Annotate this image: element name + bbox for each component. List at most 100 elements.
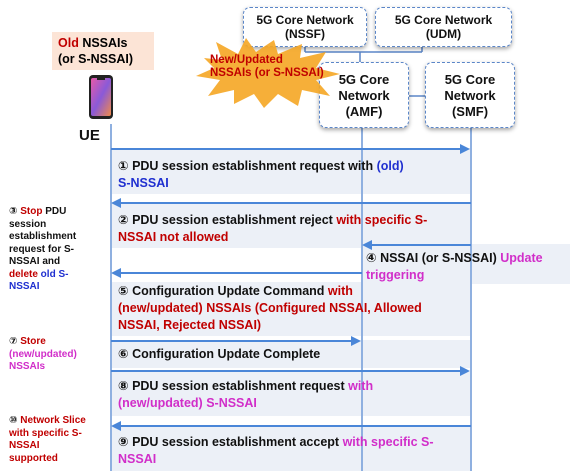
arrow-m8 bbox=[111, 370, 461, 372]
m8-mag2: (new/updated) S-NSSAI bbox=[118, 396, 257, 410]
m5-red1: with bbox=[327, 284, 353, 298]
band-m1 bbox=[112, 148, 472, 194]
n10-red1: Network Slice bbox=[17, 415, 86, 426]
ue-nssai-rest: NSSAIs bbox=[78, 36, 128, 50]
n7-num: ⑦ bbox=[9, 336, 18, 347]
starburst-icon bbox=[196, 38, 340, 108]
smf-box: 5G Core Network (SMF) bbox=[425, 62, 515, 128]
ue-lifeline bbox=[110, 124, 112, 471]
arrow-m6 bbox=[111, 340, 352, 342]
m9-mag2: NSSAI bbox=[118, 452, 157, 466]
n7-mag2: NSSAIs bbox=[9, 361, 46, 372]
burst-line2: NSSAIs (or S-NSSAI) bbox=[210, 67, 324, 79]
burst-line1: New/Updated bbox=[210, 54, 283, 66]
m4-num: ④ bbox=[366, 251, 377, 265]
phone-icon bbox=[89, 75, 113, 119]
message-1: ① PDU session establishment request with… bbox=[118, 158, 404, 192]
m1-text: PDU session establishment request with bbox=[128, 159, 377, 173]
n10-red4: supported bbox=[9, 452, 58, 464]
smf-lifeline bbox=[470, 128, 472, 471]
message-4: ④ NSSAI (or S-NSSAI) Update triggering bbox=[366, 250, 543, 284]
m5-text: Configuration Update Command bbox=[128, 284, 328, 298]
n3-text1: PDU bbox=[42, 206, 67, 217]
arrow-m6-head bbox=[351, 336, 361, 346]
n7-mag1: (new/updated) bbox=[9, 348, 77, 360]
m2-red1: with specific S- bbox=[336, 213, 428, 227]
m8-mag1: with bbox=[348, 379, 374, 393]
arrow-m1 bbox=[111, 148, 461, 150]
arrow-m5-head bbox=[111, 268, 121, 278]
ue-nssai-box: Old NSSAIs (or S-NSSAI) bbox=[52, 32, 154, 70]
smf-line1: 5G Core bbox=[444, 72, 496, 87]
arrow-m5 bbox=[121, 272, 362, 274]
n3-num: ③ bbox=[9, 206, 18, 217]
m1-old: (old) bbox=[376, 159, 404, 173]
m1-num: ① bbox=[118, 159, 129, 173]
message-2: ② PDU session establishment reject with … bbox=[118, 212, 427, 246]
amf-line3: (AMF) bbox=[345, 104, 383, 119]
band-m4 bbox=[362, 244, 570, 284]
n3-text3: establishment bbox=[9, 231, 77, 242]
n3-red1: Stop bbox=[17, 206, 43, 217]
m6-num: ⑥ bbox=[118, 347, 129, 361]
message-9: ⑨ PDU session establishment accept with … bbox=[118, 434, 434, 468]
amf-lifeline bbox=[361, 128, 363, 471]
m5-num: ⑤ bbox=[118, 284, 129, 298]
arrow-m2 bbox=[121, 202, 471, 204]
m4-mag2: triggering bbox=[366, 268, 425, 282]
n7-red1: Store bbox=[17, 336, 46, 347]
arrow-m9-head bbox=[111, 421, 121, 431]
m2-red2: NSSAI not allowed bbox=[118, 230, 229, 244]
m4-mag1: Update bbox=[500, 251, 543, 265]
arrow-m1-head bbox=[460, 144, 470, 154]
m9-mag1: with specific S- bbox=[342, 435, 434, 449]
ue-label: UE bbox=[79, 127, 100, 144]
n3-blue2: NSSAI bbox=[9, 281, 40, 292]
side-note-10: ⑩ Network Slice with specific S- NSSAI s… bbox=[9, 415, 86, 465]
band-m8 bbox=[112, 372, 472, 416]
m2-text: PDU session establishment reject bbox=[128, 213, 337, 227]
n10-num: ⑩ bbox=[9, 415, 18, 426]
side-note-3: ③ Stop PDU session establishment request… bbox=[9, 206, 76, 294]
udm-line1: 5G Core Network bbox=[394, 13, 493, 27]
m4-text: NSSAI (or S-NSSAI) bbox=[376, 251, 501, 265]
message-5: ⑤ Configuration Update Command with (new… bbox=[118, 283, 422, 334]
m2-num: ② bbox=[118, 213, 129, 227]
m5-red3: NSSAI, Rejected NSSAI) bbox=[118, 318, 262, 332]
m8-num: ⑧ bbox=[118, 379, 129, 393]
band-m2 bbox=[112, 202, 472, 248]
arrow-m9 bbox=[121, 425, 471, 427]
message-8: ⑧ PDU session establishment request with… bbox=[118, 378, 373, 412]
m5-red2: (new/updated) NSSAIs (Configured NSSAI, … bbox=[118, 301, 422, 315]
side-note-7: ⑦ Store (new/updated) NSSAIs bbox=[9, 336, 77, 374]
m1-line2: S-NSSAI bbox=[118, 176, 169, 190]
n3-text4: request for S- bbox=[9, 243, 75, 255]
m9-text: PDU session establishment accept bbox=[128, 435, 343, 449]
m8-text: PDU session establishment request bbox=[128, 379, 349, 393]
udm-line2: (UDM) bbox=[425, 27, 462, 41]
n3-text2: session bbox=[9, 218, 47, 230]
arrow-m2-head bbox=[111, 198, 121, 208]
nssf-line2: (NSSF) bbox=[285, 27, 325, 41]
udm-box: 5G Core Network (UDM) bbox=[375, 7, 512, 47]
n10-red3: NSSAI bbox=[9, 440, 40, 451]
band-m5 bbox=[112, 282, 472, 336]
m6-text: Configuration Update Complete bbox=[128, 347, 321, 361]
amf-line2: Network bbox=[338, 88, 390, 103]
m9-num: ⑨ bbox=[118, 435, 129, 449]
arrow-m4 bbox=[372, 244, 471, 246]
ue-nssai-old: Old bbox=[58, 36, 79, 50]
n10-red2: with specific S- bbox=[9, 427, 82, 439]
n3-red2: delete bbox=[9, 268, 38, 280]
ue-nssai-line2: (or S-NSSAI) bbox=[58, 52, 133, 66]
smf-line3: (SMF) bbox=[451, 104, 489, 119]
band-m9 bbox=[112, 426, 472, 471]
arrow-m8-head bbox=[460, 366, 470, 376]
nssf-line1: 5G Core Network bbox=[256, 13, 354, 27]
n3-text5: NSSAI and bbox=[9, 256, 61, 267]
smf-line2: Network bbox=[444, 88, 496, 103]
band-m6 bbox=[112, 340, 472, 368]
arrow-m4-head bbox=[362, 240, 372, 250]
burst-text: New/Updated NSSAIs (or S-NSSAI) bbox=[210, 54, 324, 80]
